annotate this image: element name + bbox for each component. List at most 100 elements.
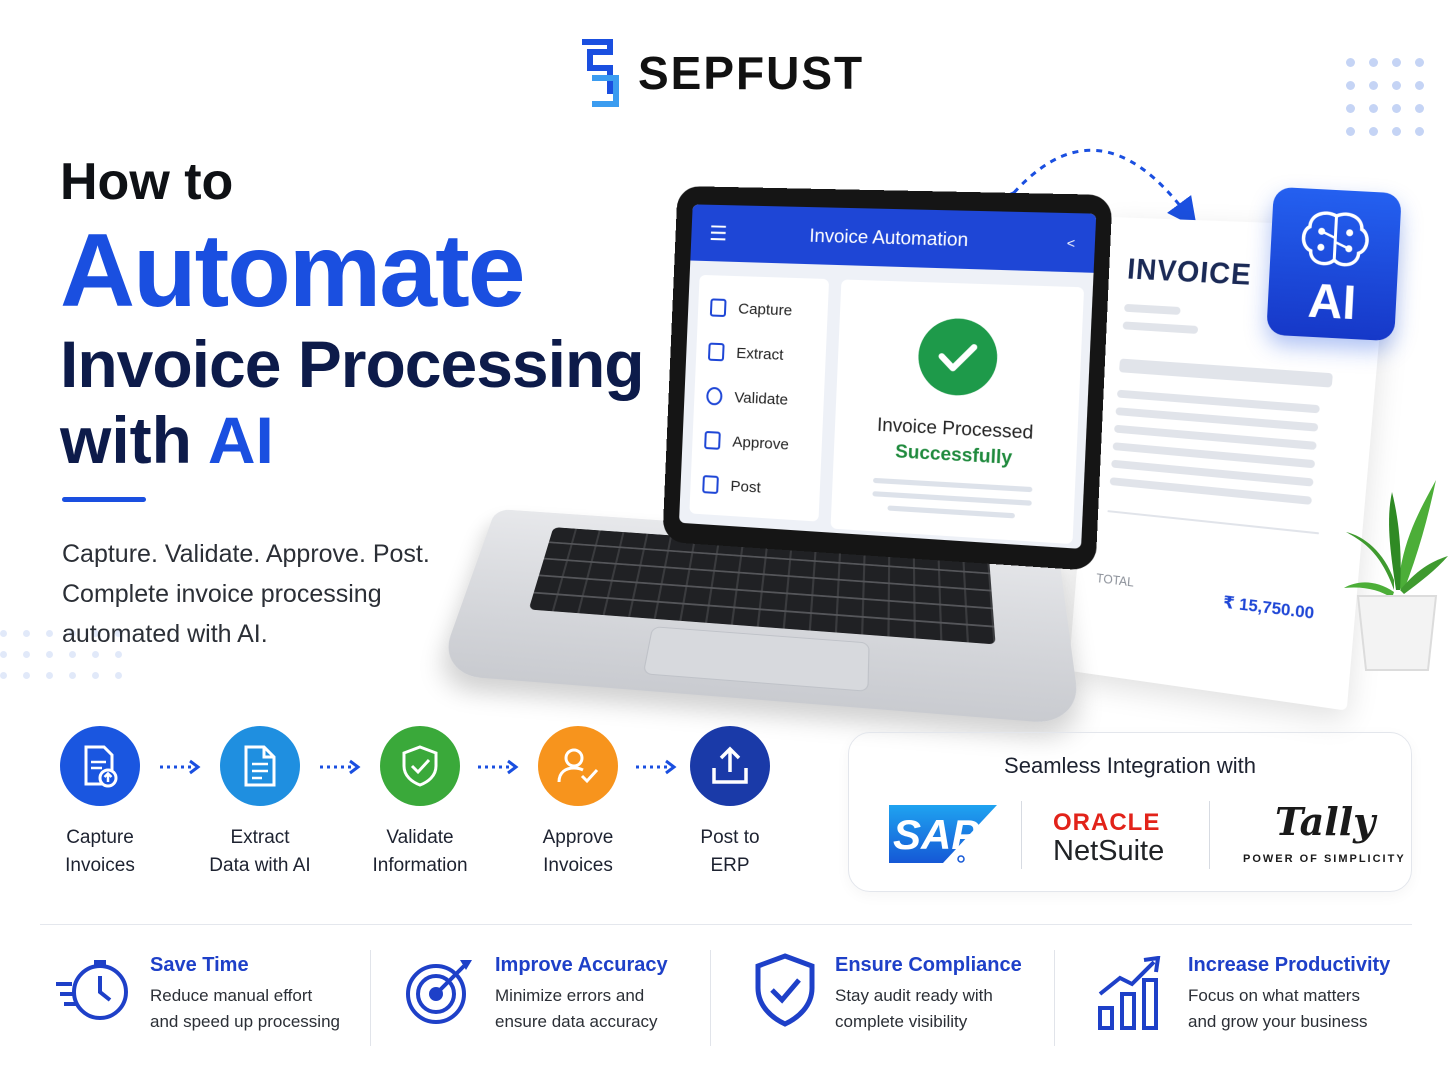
benefit-description: Reduce manual effort and speed up proces… — [150, 983, 340, 1035]
sap-logo-text: SAP — [893, 811, 980, 858]
document-icon — [709, 298, 727, 318]
benefit-title: Ensure Compliance — [835, 954, 1022, 976]
sidebar-item-label: Extract — [735, 344, 784, 364]
placeholder-line — [872, 491, 1032, 506]
sidebar-item-label: Capture — [737, 299, 793, 320]
benefit-line: Stay audit ready with — [835, 986, 993, 1005]
sidebar-item-label: Approve — [732, 432, 790, 454]
benefit-divider — [710, 950, 711, 1046]
benefit-title: Save Time — [150, 954, 249, 976]
subtext-line: automated with AI. — [62, 620, 268, 648]
success-check-icon — [916, 317, 999, 398]
benefit-divider — [370, 950, 371, 1046]
benefit-save-time: Save Time Reduce manual effort and speed… — [150, 954, 340, 1035]
app-title: Invoice Automation — [808, 224, 969, 250]
step-label-line: Validate — [386, 827, 454, 848]
document-text-icon — [220, 726, 300, 806]
dotted-arrow-icon — [636, 759, 677, 775]
sync-arrow-icon — [996, 148, 1197, 224]
dotted-arrow-icon — [320, 759, 361, 775]
tally-tagline: POWER OF SIMPLICITY — [1243, 853, 1406, 865]
invoice-total-label: TOTAL — [1095, 570, 1135, 590]
placeholder-line — [872, 477, 1033, 493]
step-label-line: Post to — [700, 827, 760, 848]
heading-line-1: How to — [60, 153, 234, 211]
heading-with: with — [60, 403, 192, 477]
benefit-improve-accuracy: Improve Accuracy Minimize errors and ens… — [495, 954, 668, 1035]
logo-divider — [1209, 801, 1210, 869]
dotted-arrow-icon — [478, 759, 519, 775]
step-post: Post to ERP — [650, 726, 810, 880]
brand-logo: SEPFUST — [578, 38, 864, 108]
brand-name: SEPFUST — [638, 47, 865, 99]
dot-grid-decoration-left — [0, 630, 122, 679]
benefit-divider — [1054, 950, 1055, 1046]
invoice-line — [1118, 358, 1333, 388]
stopwatch-icon — [56, 960, 128, 1020]
bar-chart-growth-icon — [1098, 956, 1161, 1030]
benefit-line: and grow your business — [1188, 1012, 1368, 1031]
oracle-logo-text: ORACLE — [1053, 809, 1161, 836]
plant-decoration-icon — [1344, 480, 1448, 671]
share-icon[interactable]: < — [1066, 234, 1076, 251]
subtext-line: Complete invoice processing — [62, 580, 382, 608]
sidebar-item-extract[interactable]: Extract — [707, 330, 814, 379]
benefit-description: Minimize errors and ensure data accuracy — [495, 983, 668, 1035]
section-divider — [40, 924, 1412, 925]
step-label-line: Extract — [230, 827, 290, 848]
step-label-line: Invoices — [65, 855, 135, 876]
invoice-line — [1107, 510, 1320, 535]
logo-divider — [1021, 801, 1022, 869]
benefit-line: and speed up processing — [150, 1012, 340, 1031]
document-upload-icon — [60, 726, 140, 806]
integration-card: Seamless Integration with SAP ORACLE Net… — [848, 732, 1412, 892]
hero-subtext: Capture. Validate. Approve. Post. Comple… — [62, 534, 430, 654]
step-label-line: Capture — [66, 827, 134, 848]
app-window: ☰ Invoice Automation < Capture Extract V… — [678, 204, 1097, 549]
check-icon — [705, 386, 723, 406]
brain-circuit-icon — [1301, 211, 1369, 267]
upload-icon — [690, 726, 770, 806]
sidebar-item-approve[interactable]: Approve — [704, 418, 811, 468]
dotted-arrow-icon — [160, 759, 201, 775]
shield-check-icon — [380, 726, 460, 806]
benefit-line: ensure data accuracy — [495, 1012, 658, 1031]
step-label-line: Approve — [542, 827, 614, 848]
ai-badge-text: AI — [1306, 274, 1358, 331]
sepfust-logo-icon — [582, 39, 619, 107]
benefit-description: Focus on what matters and grow your busi… — [1188, 983, 1390, 1035]
document-icon — [707, 342, 725, 362]
sidebar-item-capture[interactable]: Capture — [709, 285, 816, 333]
integration-title: Seamless Integration with — [1004, 753, 1256, 778]
benefit-title: Improve Accuracy — [495, 954, 668, 976]
step-label-line: Invoices — [543, 855, 613, 876]
benefit-line: Minimize errors and — [495, 986, 645, 1005]
step-label-line: Information — [372, 855, 468, 876]
heading-ai-accent: AI — [207, 403, 274, 477]
tally-logo-text: Tally — [1275, 799, 1376, 844]
sidebar-item-validate[interactable]: Validate — [705, 374, 812, 424]
status-panel: Invoice Processed Successfully — [830, 279, 1085, 545]
dot-grid-decoration — [1346, 58, 1424, 136]
heading-line-2: Automate — [60, 213, 526, 329]
app-header: ☰ Invoice Automation < — [690, 204, 1097, 273]
heading-line-4: with AI — [60, 402, 274, 478]
app-sidebar: Capture Extract Validate Approve Post — [689, 274, 830, 522]
placeholder-line — [887, 505, 1016, 519]
step-label: Post to ERP — [650, 824, 810, 880]
sidebar-item-label: Post — [730, 477, 762, 497]
shield-check-icon — [755, 953, 815, 1027]
subtext-line: Capture. Validate. Approve. Post. — [62, 540, 430, 568]
sidebar-item-post[interactable]: Post — [702, 462, 809, 513]
benefit-title: Increase Productivity — [1188, 954, 1391, 976]
step-label-line: ERP — [710, 855, 750, 876]
invoice-line — [1123, 303, 1181, 315]
